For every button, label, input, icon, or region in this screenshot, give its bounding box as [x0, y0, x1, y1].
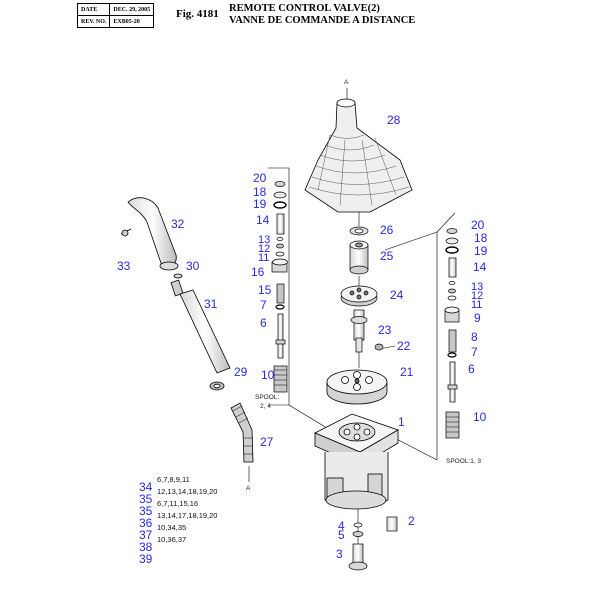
right-spool-column: [444, 228, 460, 439]
callout-28: 28: [387, 113, 401, 127]
callout-right-10: 10: [473, 410, 487, 424]
callout-32: 32: [171, 217, 185, 231]
title-french: VANNE DE COMMANDE A DISTANCE: [229, 15, 416, 26]
callout-4: 4: [338, 519, 345, 533]
callout-21: 21: [400, 365, 414, 379]
kit-parts: 6,7,11,15,16: [157, 499, 198, 508]
kit-number: 34: [139, 480, 153, 494]
rubber-boot: [304, 98, 413, 213]
callout-right-20: 20: [471, 218, 485, 232]
spool-label-left-1: SPOOL:: [255, 394, 279, 401]
kit-parts: 6,7,8,9,11: [157, 475, 190, 484]
callout-22: 22: [397, 339, 411, 353]
kit-number: 39: [139, 552, 153, 566]
lever-assembly: [120, 197, 254, 463]
kit-number: 36: [139, 516, 153, 530]
spool-label-left-2: 2, 4: [260, 403, 271, 410]
valve-body: [314, 413, 399, 510]
callout-labels: A 28 32 33 30 31 29 27 A 26 25 24 23 22 …: [117, 79, 488, 561]
callout-left-7: 7: [260, 298, 267, 312]
callout-33: 33: [117, 259, 131, 273]
kit-parts: 10,36,37: [157, 535, 186, 544]
callout-a-top: A: [344, 79, 349, 86]
callout-2: 2: [408, 514, 415, 528]
revision-table: DATE DEC. 29, 2005 REV. NO. EXB05-20: [76, 3, 155, 28]
callout-right-7: 7: [471, 345, 478, 359]
callout-right-19: 19: [474, 244, 488, 258]
callout-left-12: 12: [258, 243, 270, 255]
callout-27: 27: [260, 435, 274, 449]
plate: [326, 369, 388, 405]
callout-left-16: 16: [251, 265, 265, 279]
rev-label: REV. NO.: [76, 15, 111, 28]
callout-right-9: 9: [474, 311, 481, 325]
callout-30: 30: [186, 259, 200, 273]
callout-23: 23: [378, 323, 392, 337]
title-english: REMOTE CONTROL VALVE(2): [229, 3, 380, 14]
kit-number: 37: [139, 528, 153, 542]
callout-left-13: 13: [258, 234, 270, 246]
centre-stack: [340, 226, 384, 353]
callout-left-10: 10: [261, 368, 275, 382]
callout-left-15: 15: [258, 283, 272, 297]
callout-26: 26: [380, 223, 394, 237]
callout-29: 29: [234, 365, 248, 379]
callout-left-11: 11: [258, 252, 269, 264]
callout-a-bottom: A: [246, 485, 251, 492]
kit-parts: 12,13,14,18,19,20: [157, 487, 217, 496]
callout-1: 1: [398, 415, 405, 429]
kit-number: 35: [139, 504, 153, 518]
kit-list: 34 6,7,8,9,11 35 12,13,14,18,19,20 35 6,…: [139, 475, 217, 566]
kit-parts: 13,14,17,18,19,20: [157, 511, 217, 520]
callout-24: 24: [390, 288, 404, 302]
callout-left-14: 14: [256, 213, 270, 227]
callout-left-20: 20: [253, 171, 267, 185]
callout-left-6: 6: [260, 316, 267, 330]
callout-left-18: 18: [253, 185, 267, 199]
callout-31: 31: [204, 297, 218, 311]
figure-number: Fig. 4181: [176, 8, 219, 20]
callout-3: 3: [336, 547, 343, 561]
callout-right-6: 6: [468, 362, 475, 376]
rev-value: EXB05-20: [109, 15, 155, 28]
callout-right-18: 18: [474, 231, 488, 245]
callout-5: 5: [338, 528, 345, 542]
callout-right-14: 14: [473, 260, 487, 274]
callout-left-19: 19: [253, 197, 267, 211]
kit-number: 38: [139, 540, 153, 554]
callout-right-8: 8: [471, 330, 478, 344]
callout-right-11: 11: [471, 299, 482, 311]
kit-number: 35: [139, 492, 153, 506]
spool-label-right: SPOOL:1, 3: [446, 458, 481, 465]
bottom-parts: [348, 516, 398, 571]
callout-right-12: 12: [471, 290, 483, 302]
callout-right-13: 13: [471, 281, 483, 293]
callout-25: 25: [380, 249, 394, 263]
kit-parts: 10,34,35: [157, 523, 186, 532]
left-spool-column: [271, 181, 288, 393]
